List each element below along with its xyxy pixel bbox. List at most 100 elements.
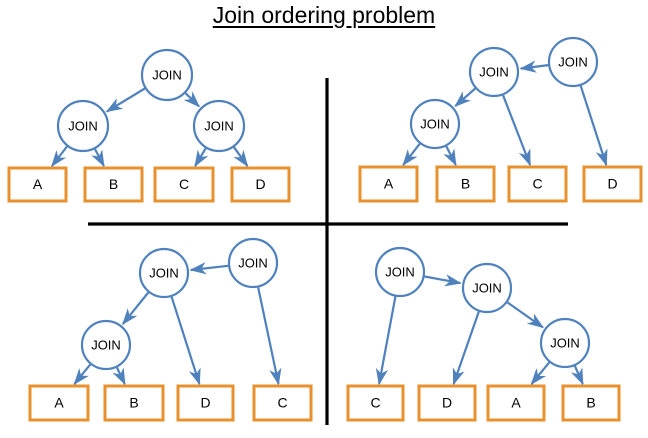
join-node-label: JOIN xyxy=(68,118,98,133)
relation-leaf-box xyxy=(252,384,313,422)
join-node-circle xyxy=(80,319,132,371)
edge-tr-mid-to-tr-low xyxy=(454,87,476,107)
edge-tl-left-to-tl-b xyxy=(91,148,105,168)
relation-leaf: B xyxy=(103,384,165,422)
join-node-circle xyxy=(138,247,190,299)
join-node-label: JOIN xyxy=(385,264,415,279)
relation-leaf-label: B xyxy=(129,395,138,411)
join-node: JOIN xyxy=(56,99,110,153)
relation-leaf-box xyxy=(28,384,90,422)
join-node-label: JOIN xyxy=(472,280,502,295)
edge-br-top-to-br-c xyxy=(375,296,397,386)
edge-tr-low-to-tr-a xyxy=(402,143,421,167)
relation-leaf-box xyxy=(417,384,477,422)
relation-leaf-label: D xyxy=(255,176,265,192)
relation-leaf-label: D xyxy=(442,395,452,411)
relation-leaf-box xyxy=(507,165,568,203)
relation-leaf: D xyxy=(582,165,643,203)
relation-leaf-label: C xyxy=(532,176,542,192)
join-node: JOIN xyxy=(138,247,190,299)
edge-tl-left-to-tl-a xyxy=(51,145,68,168)
join-node-label: JOIN xyxy=(204,118,234,133)
join-node: JOIN xyxy=(547,36,599,88)
join-node-label: JOIN xyxy=(479,64,509,79)
edge-tr-mid-to-tr-c xyxy=(502,94,532,167)
join-node-label: JOIN xyxy=(238,255,268,270)
join-node-label: JOIN xyxy=(149,265,179,280)
relation-leaf-box xyxy=(486,384,546,422)
join-node: JOIN xyxy=(227,237,279,289)
relation-leaf-box xyxy=(7,166,68,203)
join-node: JOIN xyxy=(468,46,520,98)
join-node-circle xyxy=(227,237,279,289)
relation-leaf-box xyxy=(346,384,405,422)
relation-leaf-label: B xyxy=(109,176,118,192)
edge-br-low-to-br-a xyxy=(530,361,551,386)
relation-leaf-label: B xyxy=(461,176,470,192)
edge-bl-top-to-bl-mid xyxy=(189,262,229,275)
join-node-label: JOIN xyxy=(558,54,588,69)
relation-leaf-label: A xyxy=(54,395,64,411)
nodes-layer: JOIN JOIN JOIN JOIN JOIN JOIN JOIN JOIN JOIN JOIN… xyxy=(56,36,599,371)
relation-leaf-box xyxy=(230,166,291,203)
edge-tl-right-to-tl-d xyxy=(233,146,249,168)
relation-leaf: C xyxy=(252,384,313,422)
relation-leaf: B xyxy=(561,384,621,422)
edges-layer xyxy=(51,60,608,386)
join-node-circle xyxy=(140,48,194,102)
relation-leaf-label: D xyxy=(200,395,210,411)
relation-leaf-label: A xyxy=(384,176,394,192)
relation-leaf-label: D xyxy=(607,176,617,192)
relation-leaf-label: C xyxy=(179,176,189,192)
join-node: JOIN xyxy=(461,262,513,314)
relation-leaf-box xyxy=(83,166,144,203)
edge-bl-mid-to-bl-d xyxy=(170,296,201,386)
edge-tl-root-to-tl-left xyxy=(105,87,146,113)
relation-leaf: A xyxy=(7,166,68,203)
join-node-circle xyxy=(409,98,461,150)
edge-bl-mid-to-bl-low xyxy=(122,291,150,326)
edge-tl-right-to-tl-c xyxy=(194,147,209,168)
relation-leaf-box xyxy=(358,165,419,203)
relation-leaf: C xyxy=(153,166,215,203)
relation-leaf: B xyxy=(435,165,496,203)
relation-leaf: A xyxy=(358,165,419,203)
relation-leaf: A xyxy=(28,384,90,422)
edge-br-mid-to-br-low xyxy=(506,301,544,329)
edge-br-top-to-br-mid xyxy=(424,274,462,287)
join-node: JOIN xyxy=(539,317,591,369)
relation-leaf-box xyxy=(435,165,496,203)
edge-br-mid-to-br-d xyxy=(452,311,480,386)
join-node-circle xyxy=(374,246,426,298)
relation-leaf: D xyxy=(417,384,477,422)
join-node-circle xyxy=(192,99,246,153)
edge-tl-root-to-tl-right xyxy=(183,91,200,108)
join-node-label: JOIN xyxy=(91,337,121,352)
join-node-circle xyxy=(461,262,513,314)
join-node-label: JOIN xyxy=(152,67,182,82)
edge-tr-top-to-tr-mid xyxy=(519,60,549,73)
edge-tr-top-to-tr-d xyxy=(579,85,608,167)
relation-leaf: D xyxy=(230,166,291,203)
relation-leaf: C xyxy=(346,384,405,422)
relation-leaf: C xyxy=(507,165,568,203)
edge-bl-low-to-bl-b xyxy=(112,367,126,386)
dividers-layer xyxy=(88,78,568,425)
relation-leaf: A xyxy=(486,384,546,422)
join-node: JOIN xyxy=(140,48,194,102)
edge-bl-low-to-bl-a xyxy=(73,363,92,386)
join-node-circle xyxy=(56,99,110,153)
relation-leaf-label: A xyxy=(511,395,521,411)
join-node: JOIN xyxy=(80,319,132,371)
relation-leaf-box xyxy=(561,384,621,422)
leaves-layer: A B C D A B C D A B D C C D A B xyxy=(7,165,643,422)
relation-leaf-label: C xyxy=(370,395,380,411)
relation-leaf-box xyxy=(582,165,643,203)
relation-leaf-label: A xyxy=(33,176,43,192)
page-title: Join ordering problem xyxy=(212,2,436,28)
join-node-circle xyxy=(547,36,599,88)
join-node-label: JOIN xyxy=(550,335,580,350)
relation-leaf-label: C xyxy=(277,395,287,411)
join-node: JOIN xyxy=(192,99,246,153)
